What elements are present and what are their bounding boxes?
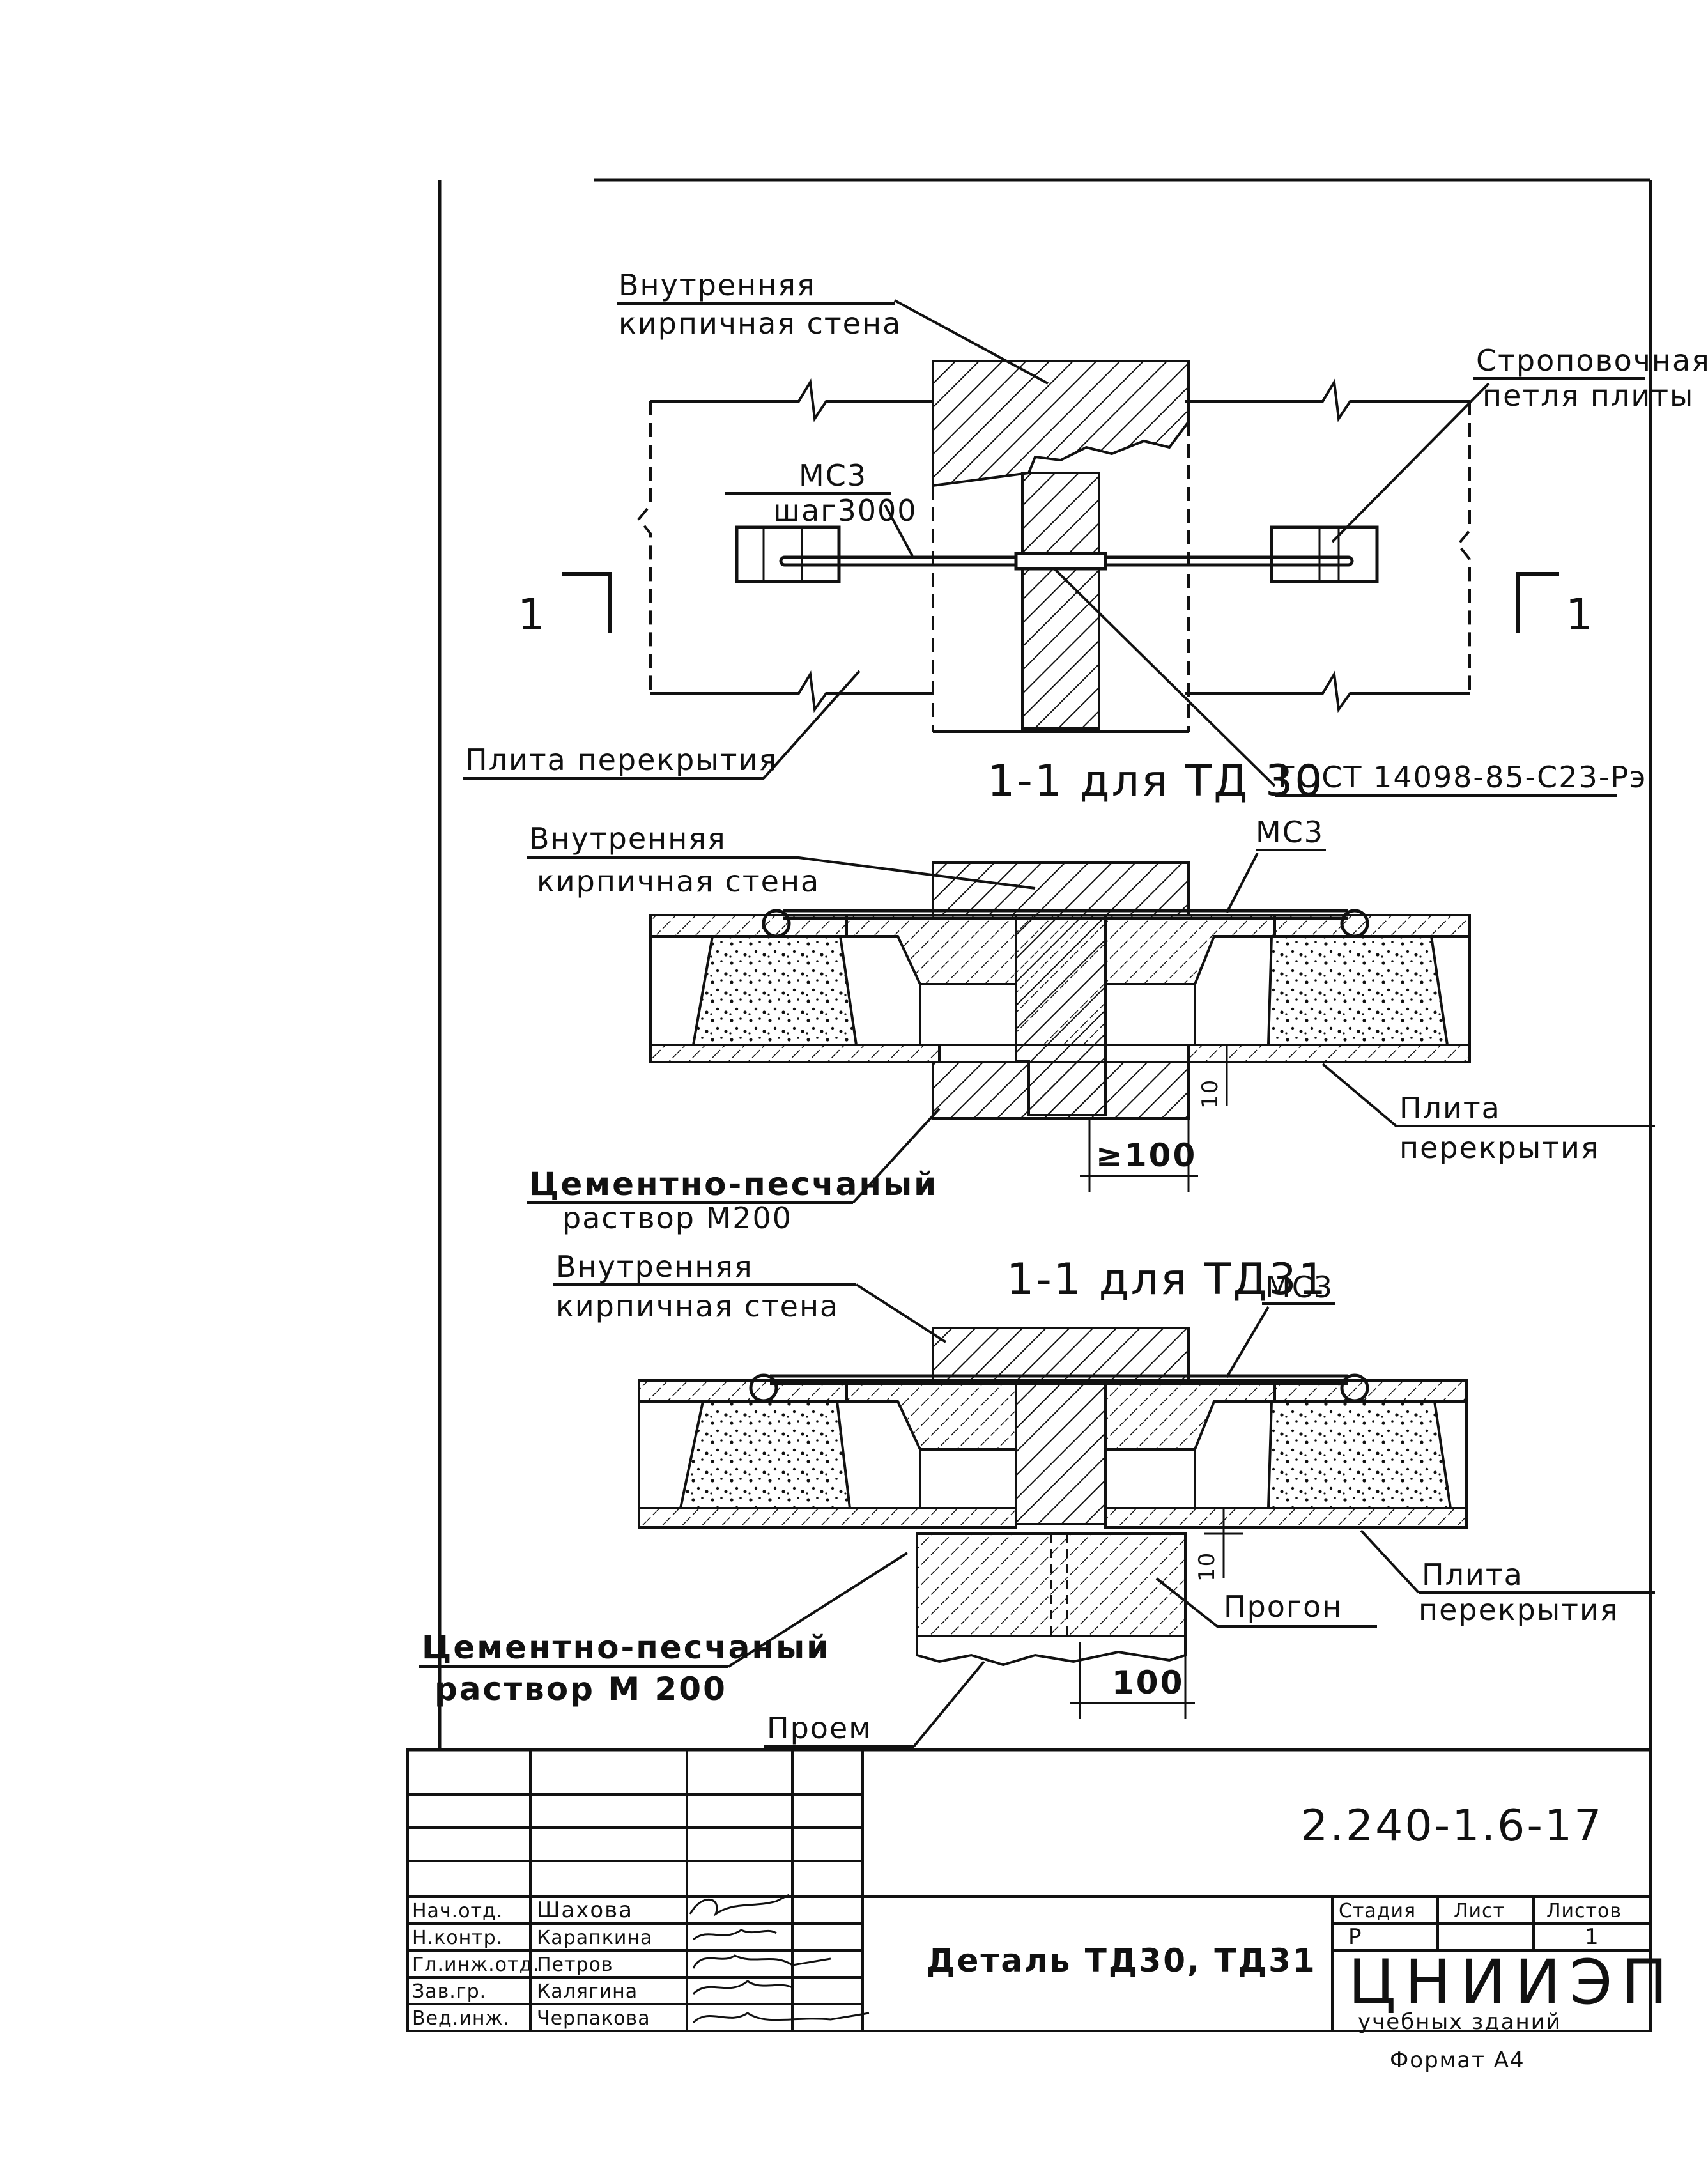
anchor-bar-plan [735,525,1379,583]
section-title-td30: 1-1 для ТД 30 [987,756,1324,806]
plan-view: 1 1 Внутренняя кирпичная стена Строповоч… [463,268,1708,806]
dim-bearing-td31-value: 100 [1112,1664,1184,1701]
mortar-label-td31-line1: Цементно-песчаный [422,1629,831,1666]
person-name: Петров [537,1954,613,1976]
sheets-value: 1 [1585,1924,1600,1950]
wall-section-td30 [932,861,1190,1120]
slab-label: Плита перекрытия [465,743,778,777]
slab-left-td30 [649,914,941,1063]
sheets-header: Листов [1546,1900,1622,1922]
slab-outline-plan [637,378,1471,713]
slab-label-td30-line2: перекрытия [1399,1130,1600,1165]
dim-gap-td30 [1208,1044,1246,1106]
role-label: Нач.отд. [412,1900,503,1922]
loop-label-line2: петля плиты [1482,378,1694,413]
wall-label-line1: Внутренняя [619,268,816,302]
format-label: Формат А4 [1390,2048,1525,2073]
dim-bearing-td30-value: ≥100 [1096,1137,1197,1174]
stage-value: Р [1348,1924,1363,1950]
anchor-bar-td30 [762,909,1369,938]
wall-label-line2: кирпичная стена [619,306,902,341]
wall-label-td31-line2: кирпичная стена [556,1289,839,1323]
signatures [689,1894,870,2024]
dim-bearing-td30 [1080,1118,1198,1192]
section-title-td31: 1-1 для ТД31 [1006,1254,1328,1305]
anchor-label-td30: МС3 [1256,815,1324,849]
slab-right-td30 [1187,914,1471,1063]
section-mark-left: 1 [518,590,547,640]
mortar-label-td31-line2: раствор М 200 [435,1671,727,1708]
opening-label-td31: Проем [767,1711,872,1745]
mortar-pad-td31 [845,1379,1276,1509]
role-label: Зав.гр. [412,1980,486,2003]
role-label: Гл.инж.отд. [412,1954,540,1976]
wall-plan [932,360,1190,733]
anchor-label-line1: МС3 [799,458,867,493]
title-block [406,1748,1652,2032]
person-name: Черпакова [537,2007,650,2030]
person-name: Карапкина [537,1927,652,1949]
org-name: ЦНИИЭП [1348,1947,1677,2018]
wall-label-td30-line2: кирпичная стена [537,864,820,899]
anchor-label-td31: МС3 [1265,1270,1334,1304]
stage-header: Стадия [1339,1900,1416,1922]
dim-bearing-td31 [1070,1642,1195,1719]
signature-5 [692,2012,870,2024]
dim-gap-td31-value: 10 [1194,1552,1220,1582]
section-td31: 1-1 для ТД31 МС3 Внутренняя кирпичная ст… [419,1249,1655,1748]
approval-rows: Нач.отд. Шахова Н.контр. Карапкина Гл.ин… [412,1897,652,2030]
role-label: Вед.инж. [412,2007,510,2030]
drawing-title: Деталь ТД30, ТД31 [927,1942,1317,1979]
slab-label-td31-line1: Плита [1422,1557,1523,1592]
section-marks-plan [562,572,1559,633]
wall-section-td31 [932,1327,1190,1525]
role-label: Н.контр. [412,1927,503,1949]
dim-gap-td30-value: 10 [1197,1079,1223,1109]
gost-label: ГОСТ 14098-85-С23-Рэ [1278,760,1647,794]
wall-label-td30-line1: Внутренняя [529,821,727,856]
section-td30: Внутренняя кирпичная стена МС3 Плита пер… [527,815,1655,1235]
anchor-bar-td31 [749,1373,1369,1403]
signature-2 [693,1929,777,1941]
loop-label-line1: Строповочная [1476,343,1708,378]
doc-code: 2.240-1.6-17 [1300,1801,1603,1851]
org-sub: учебных зданий [1358,2009,1562,2035]
signature-4 [692,1980,793,1995]
sheet-header: Лист [1454,1900,1505,1922]
beam-td31 [916,1532,1187,1667]
slab-label-td30-line1: Плита [1399,1091,1501,1125]
slab-right-td31 [1104,1379,1468,1529]
person-name: Калягина [537,1980,638,2003]
wall-label-td31-line1: Внутренняя [556,1249,753,1284]
signature-1 [689,1894,790,1917]
signature-3 [692,1954,831,1969]
beam-label-td31: Прогон [1224,1589,1343,1624]
mortar-label-td30-line1: Цементно-песчаный [529,1166,938,1203]
dim-gap-td31 [1204,1508,1243,1578]
section-mark-right: 1 [1566,590,1595,640]
mortar-label-td30-line2: раствор М200 [562,1201,792,1235]
slab-left-td31 [638,1379,1017,1529]
anchor-label-line2: шаг3000 [773,493,918,528]
person-name: Шахова [537,1897,633,1923]
slab-label-td31-line2: перекрытия [1419,1593,1619,1627]
